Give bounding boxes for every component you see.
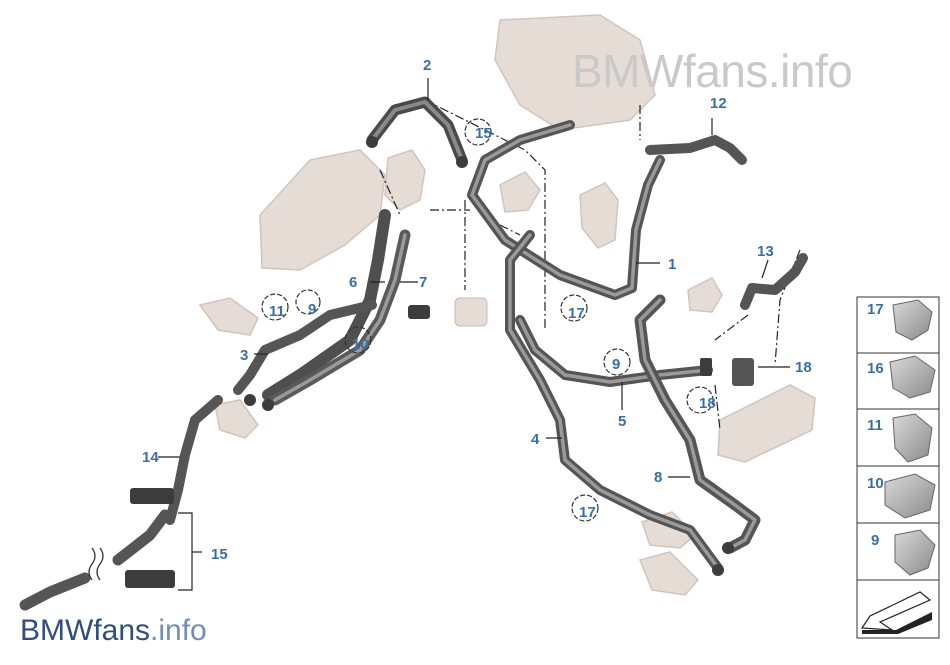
clip-16-icon	[889, 355, 936, 399]
hose-14	[165, 395, 223, 525]
callout-18: 18	[795, 359, 812, 376]
ghost-radiator-top	[494, 14, 656, 131]
ghost-bracket-right	[687, 277, 723, 313]
clip-9-icon	[894, 529, 936, 576]
callout-9b: 18	[699, 395, 716, 412]
ghost-intercooler-left	[259, 149, 386, 271]
callout-10b: 9	[612, 356, 620, 373]
callout-7: 7	[419, 274, 427, 291]
callout-9: 9	[308, 301, 316, 318]
watermark-bottom: BMWfans.info	[20, 614, 207, 647]
pointer-lines	[158, 78, 790, 478]
direction-arrow-icon	[860, 591, 932, 634]
legend-item-16: 16	[867, 360, 884, 377]
hose-1-inner	[470, 123, 662, 297]
clip-11-icon	[892, 413, 933, 463]
hoses	[19, 96, 808, 611]
fittings	[125, 136, 754, 588]
callout-1: 1	[668, 256, 676, 273]
ghost-bracket-mid2	[579, 182, 619, 249]
callout-13: 13	[757, 243, 774, 260]
callout-10: 10	[352, 336, 369, 353]
hose-4-inner	[508, 233, 720, 570]
clip-circles	[261, 118, 714, 522]
callout-2: 2	[423, 57, 431, 74]
ghost-components	[198, 14, 816, 596]
ghost-bracket-left	[384, 149, 426, 211]
watermark-top: BMWfans.info	[572, 45, 853, 97]
callout-8: 8	[654, 469, 662, 486]
hose-8-inner	[638, 298, 757, 550]
hose-5-inner	[518, 318, 710, 384]
hose-13	[740, 253, 808, 310]
callout-12: 12	[710, 95, 727, 112]
bracket-15	[178, 512, 202, 591]
hose-3	[233, 300, 377, 395]
callout-4: 4	[531, 431, 540, 448]
legend-item-17: 17	[867, 301, 884, 318]
hose-6	[262, 209, 391, 401]
ghost-bracket-mid	[499, 171, 541, 213]
ghost-clip-lower	[214, 399, 259, 439]
callout-labels: 2 15 12 1 13 18 6 7 11 9 10 3 17 9 18 5 …	[142, 57, 812, 563]
callout-11: 11	[269, 303, 285, 320]
hose-12	[645, 135, 747, 165]
legend-panel: 17 16 11 10 9	[856, 296, 940, 639]
ghost-cooler-right	[717, 384, 816, 463]
callout-6: 6	[349, 274, 357, 291]
break-marks	[88, 547, 104, 581]
callout-5: 5	[618, 413, 626, 430]
legend-item-11: 11	[867, 417, 883, 434]
callout-17: 17	[568, 305, 585, 322]
callout-3: 3	[240, 347, 248, 364]
legend-item-9: 9	[871, 532, 879, 549]
ghost-clip-left	[198, 297, 259, 336]
callout-17b: 17	[579, 504, 596, 521]
hose-15b	[19, 572, 91, 611]
clip-17-icon	[892, 299, 933, 341]
hose-15a	[112, 509, 171, 566]
callout-15: 15	[211, 546, 228, 563]
callout-14: 14	[142, 449, 159, 466]
callout-16: 15	[475, 125, 492, 142]
hose-7-inner	[273, 233, 407, 402]
ghost-holder-bottom2	[638, 551, 700, 596]
legend-item-10: 10	[867, 475, 884, 492]
clip-10-icon	[884, 473, 936, 519]
hose-2-inner	[370, 100, 464, 162]
